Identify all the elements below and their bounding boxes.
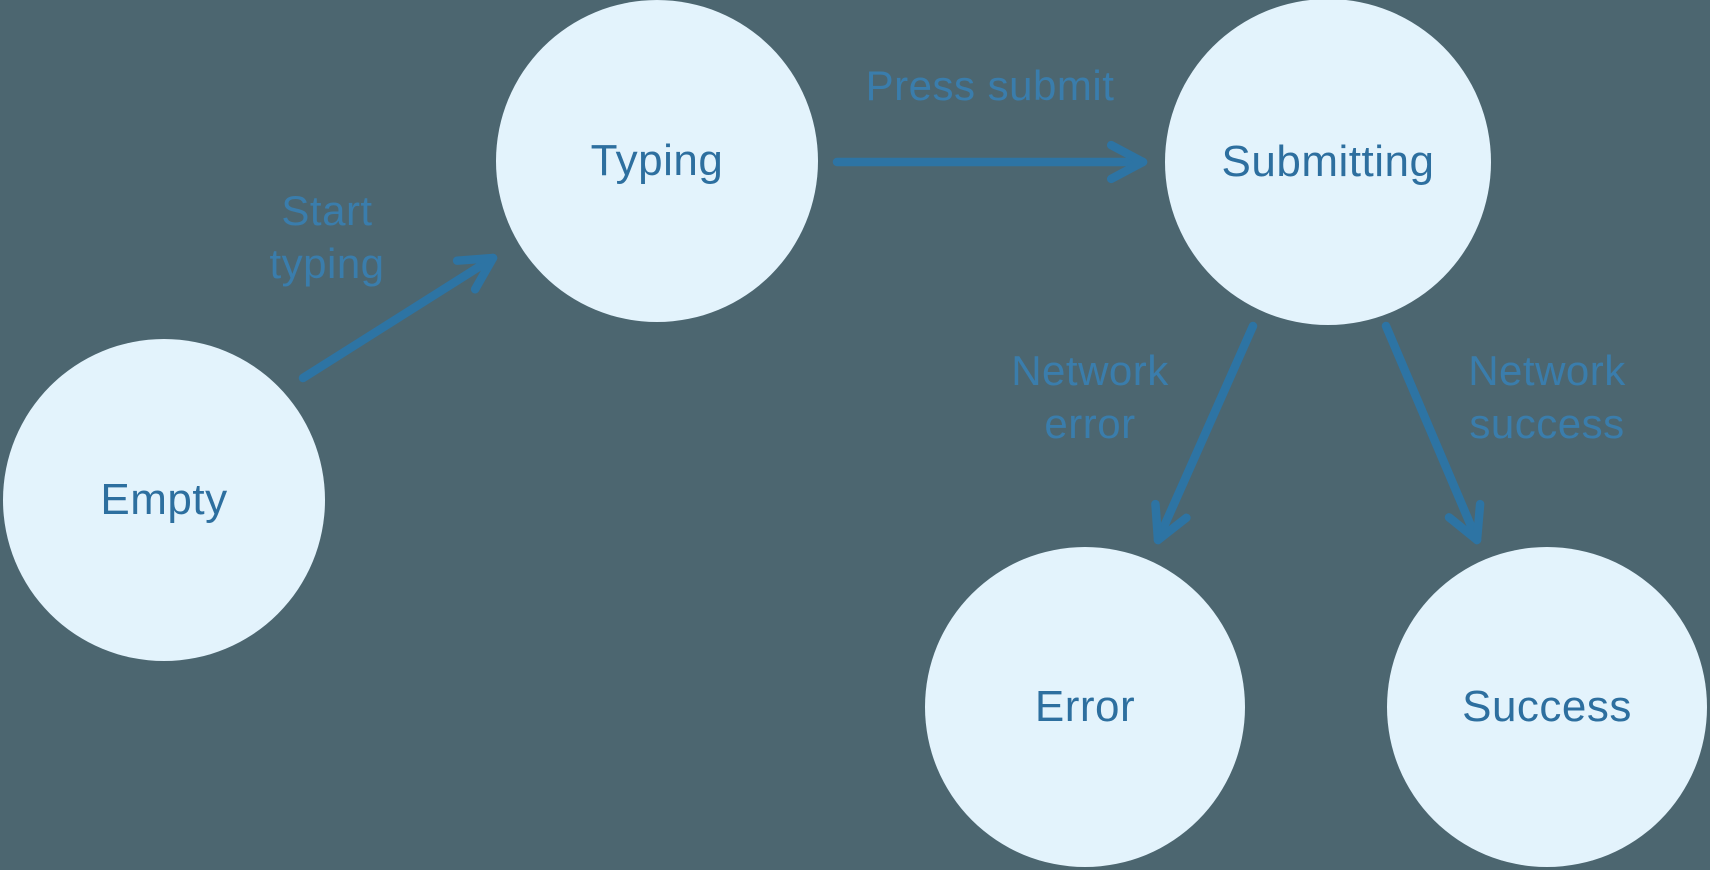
transition-label-network-success: Network success [1468,344,1626,450]
state-node-error: Error [925,547,1245,867]
transition-label-line: error [1044,399,1136,447]
arrowhead-icon [1151,499,1191,545]
arrow-shaft [1381,321,1482,545]
transition-label-line: success [1469,399,1625,447]
transition-label-line: Network [1011,346,1169,394]
arrowhead-icon [1106,140,1148,184]
transition-arrow-network-success [1381,321,1485,545]
arrowhead-icon [452,253,498,294]
transition-label-line: typing [269,239,385,287]
state-node-label-empty: Empty [100,475,228,524]
transition-label-network-error: Network error [1011,344,1169,450]
transition-arrow-press-submit [832,140,1148,184]
transition-label-start-typing: Start typing [269,184,384,290]
state-node-success: Success [1387,547,1707,867]
transition-arrow-start-typing [298,253,498,383]
transition-label-press-submit: Press submit [866,59,1115,112]
state-node-submitting: Submitting [1165,0,1491,325]
state-node-typing: Typing [496,0,818,322]
state-node-label-submitting: Submitting [1221,137,1435,186]
transition-label-line: Start [281,186,373,234]
state-node-label-success: Success [1462,682,1632,731]
state-node-empty: Empty [3,339,325,661]
arrowhead-icon [1444,499,1485,545]
arrow-shaft [298,253,498,383]
transition-arrow-network-error [1151,321,1258,545]
transition-label-line: Press submit [865,61,1115,109]
state-node-label-error: Error [1034,682,1136,731]
transition-label-line: Network [1468,346,1626,394]
arrow-shaft [1153,321,1258,545]
state-node-label-typing: Typing [590,136,724,185]
